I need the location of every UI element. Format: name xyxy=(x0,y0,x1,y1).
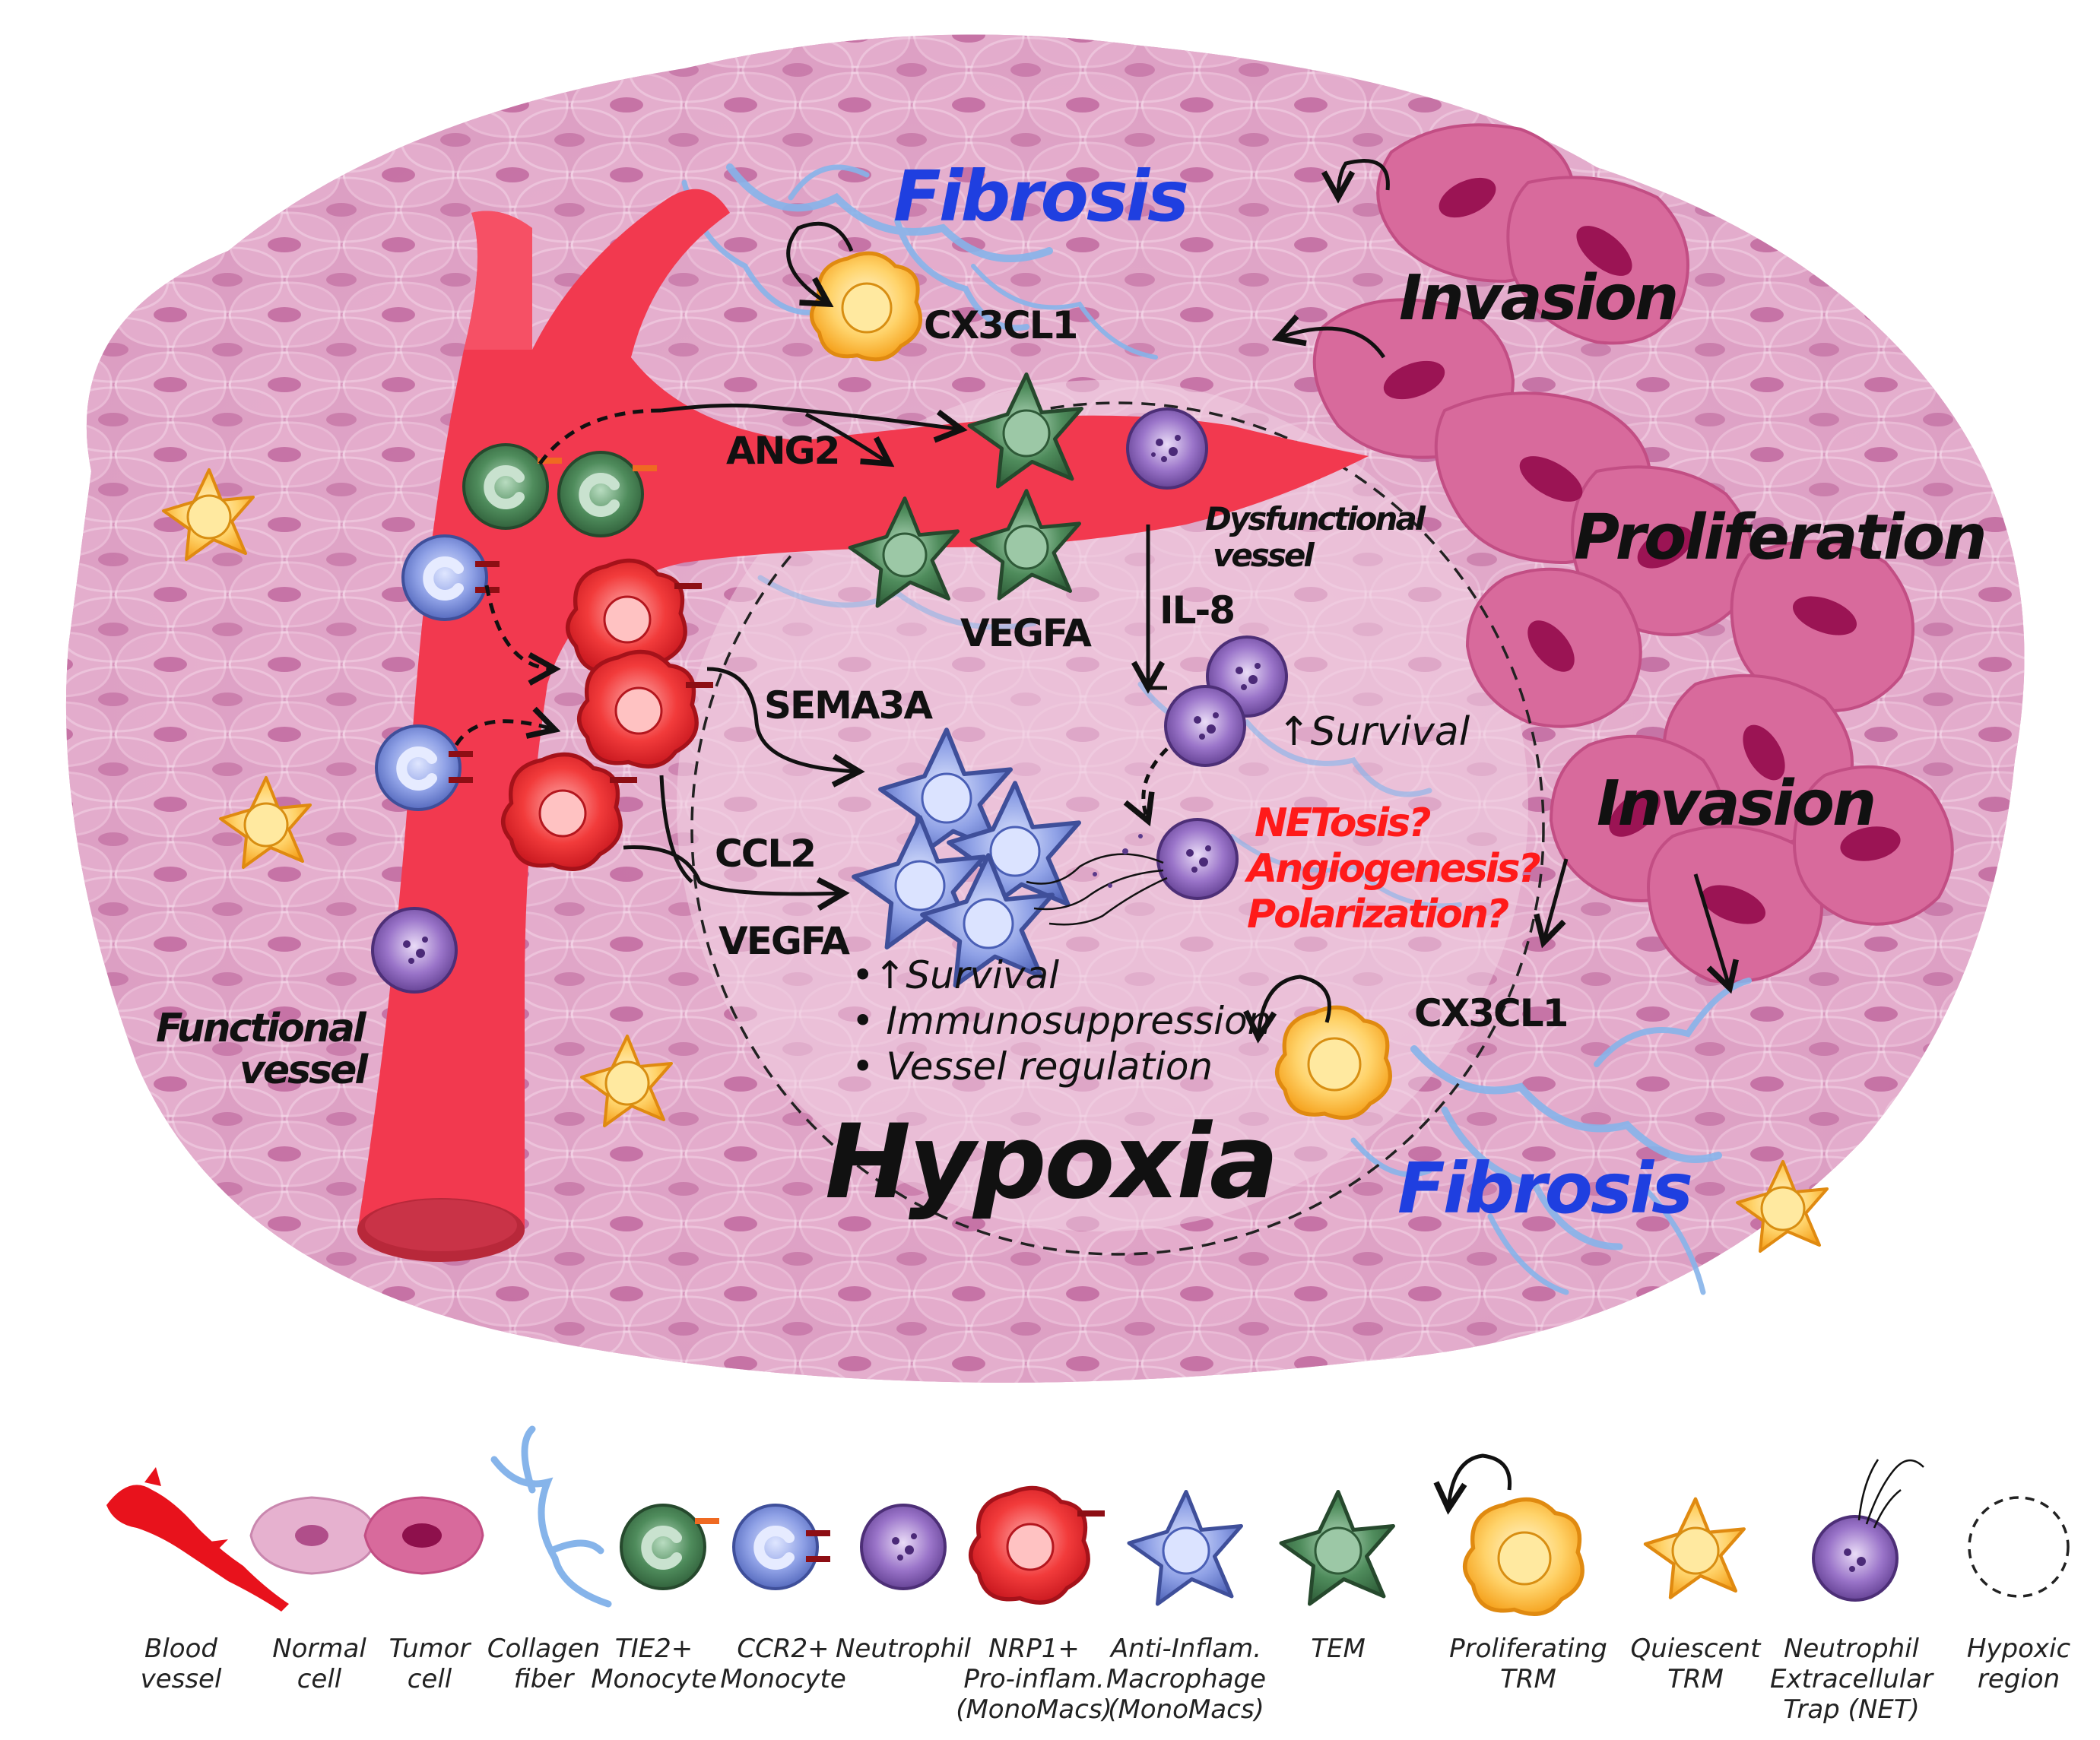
nrp1-macrophages xyxy=(503,560,713,869)
legend-icon-tumor-cell xyxy=(363,1496,484,1575)
legend-label-ccr2-monocyte: CCR2+Monocyte xyxy=(720,1634,846,1694)
tie2-monocytes xyxy=(462,443,657,537)
legend-icon-tem xyxy=(1281,1492,1394,1605)
neutrophils xyxy=(371,407,1288,994)
label-functional-vessel-1: Functional xyxy=(156,1006,367,1051)
legend-icon-tie2-monocyte xyxy=(620,1504,719,1590)
label-dysfunctional-vessel-1: Dysfunctional xyxy=(1205,500,1426,537)
label-vegfa-bottom: VEGFA xyxy=(719,919,850,963)
label-fibrosis-top: Fibrosis xyxy=(893,156,1187,237)
blood-vessel xyxy=(357,189,1369,1262)
legend-icon-ccr2-monocyte xyxy=(732,1504,830,1590)
legend-icon-normal-cell xyxy=(249,1496,378,1575)
ccr2-monocytes xyxy=(375,534,500,811)
neutrophil-extracellular-trap xyxy=(1026,818,1239,926)
tem-cells xyxy=(850,375,1082,607)
legend-icon-blood-vessel xyxy=(106,1467,289,1612)
legend-icon-proliferating-trm xyxy=(1448,1453,1582,1614)
collagen-fibers xyxy=(681,163,1752,1295)
diagram-labels: Fibrosis Fibrosis Invasion Proliferation… xyxy=(156,156,1987,1229)
proliferating-trm-top xyxy=(786,221,921,360)
label-effect-immunosuppression: • Immunosuppression xyxy=(852,999,1271,1043)
legend-label-tem: TEM xyxy=(1311,1634,1366,1664)
label-invasion-mid: Invasion xyxy=(1597,768,1874,840)
legend-label-tie2-monocyte: TIE2+Monocyte xyxy=(591,1634,717,1694)
legend-icon-nrp1-macrophage xyxy=(971,1488,1105,1602)
label-cx3cl1-bottom: CX3CL1 xyxy=(1414,991,1567,1035)
label-fibrosis-bottom: Fibrosis xyxy=(1397,1148,1691,1229)
label-question-angiogenesis: Angiogenesis? xyxy=(1244,846,1540,892)
label-hypoxia: Hypoxia xyxy=(825,1102,1277,1222)
label-question-polarization: Polarization? xyxy=(1247,892,1508,937)
legend-label-neutrophil: Neutrophil xyxy=(836,1634,972,1664)
legend-icon-neutrophil xyxy=(860,1504,947,1590)
legend-icon-net xyxy=(1812,1459,1924,1602)
label-question-netosis: NETosis? xyxy=(1255,800,1430,846)
label-proliferation: Proliferation xyxy=(1574,502,1985,574)
legend-icon-anti-inflam-macrophage xyxy=(1129,1492,1242,1605)
proliferating-trm-bottom xyxy=(1258,975,1390,1118)
label-sema3a: SEMA3A xyxy=(764,683,933,727)
label-ang2: ANG2 xyxy=(726,429,839,473)
arrows xyxy=(454,159,1730,988)
legend-icon-collagen-fiber xyxy=(490,1425,612,1608)
label-effect-survival: •↑Survival xyxy=(852,953,1059,997)
legend-label-anti-inflam-macrophage: Anti-Inflam.Macrophage(MonoMacs) xyxy=(1106,1634,1266,1725)
legend-icon-hypoxic-region xyxy=(1968,1496,2070,1598)
hypoxic-region-outline xyxy=(690,401,1545,1256)
anti-inflam-macrophage-cluster xyxy=(854,730,1079,985)
quiescent-trm-cells xyxy=(162,468,1829,1253)
label-vegfa-top: VEGFA xyxy=(960,611,1092,655)
label-ccl2: CCL2 xyxy=(715,832,815,876)
label-functional-vessel-2: vessel xyxy=(240,1047,369,1093)
label-il8: IL-8 xyxy=(1159,588,1234,632)
label-effect-vessel-regulation: • Vessel regulation xyxy=(852,1044,1213,1089)
label-cx3cl1-top: CX3CL1 xyxy=(924,303,1077,347)
label-neutrophil-survival: ↑Survival xyxy=(1277,709,1470,755)
label-invasion-top: Invasion xyxy=(1399,262,1677,334)
legend-icon-quiescent-trm xyxy=(1645,1499,1744,1598)
legend-label-nrp1-macrophage: NRP1+Pro-inflam.(MonoMacs) xyxy=(956,1634,1112,1725)
label-dysfunctional-vessel-2: vessel xyxy=(1213,537,1315,574)
